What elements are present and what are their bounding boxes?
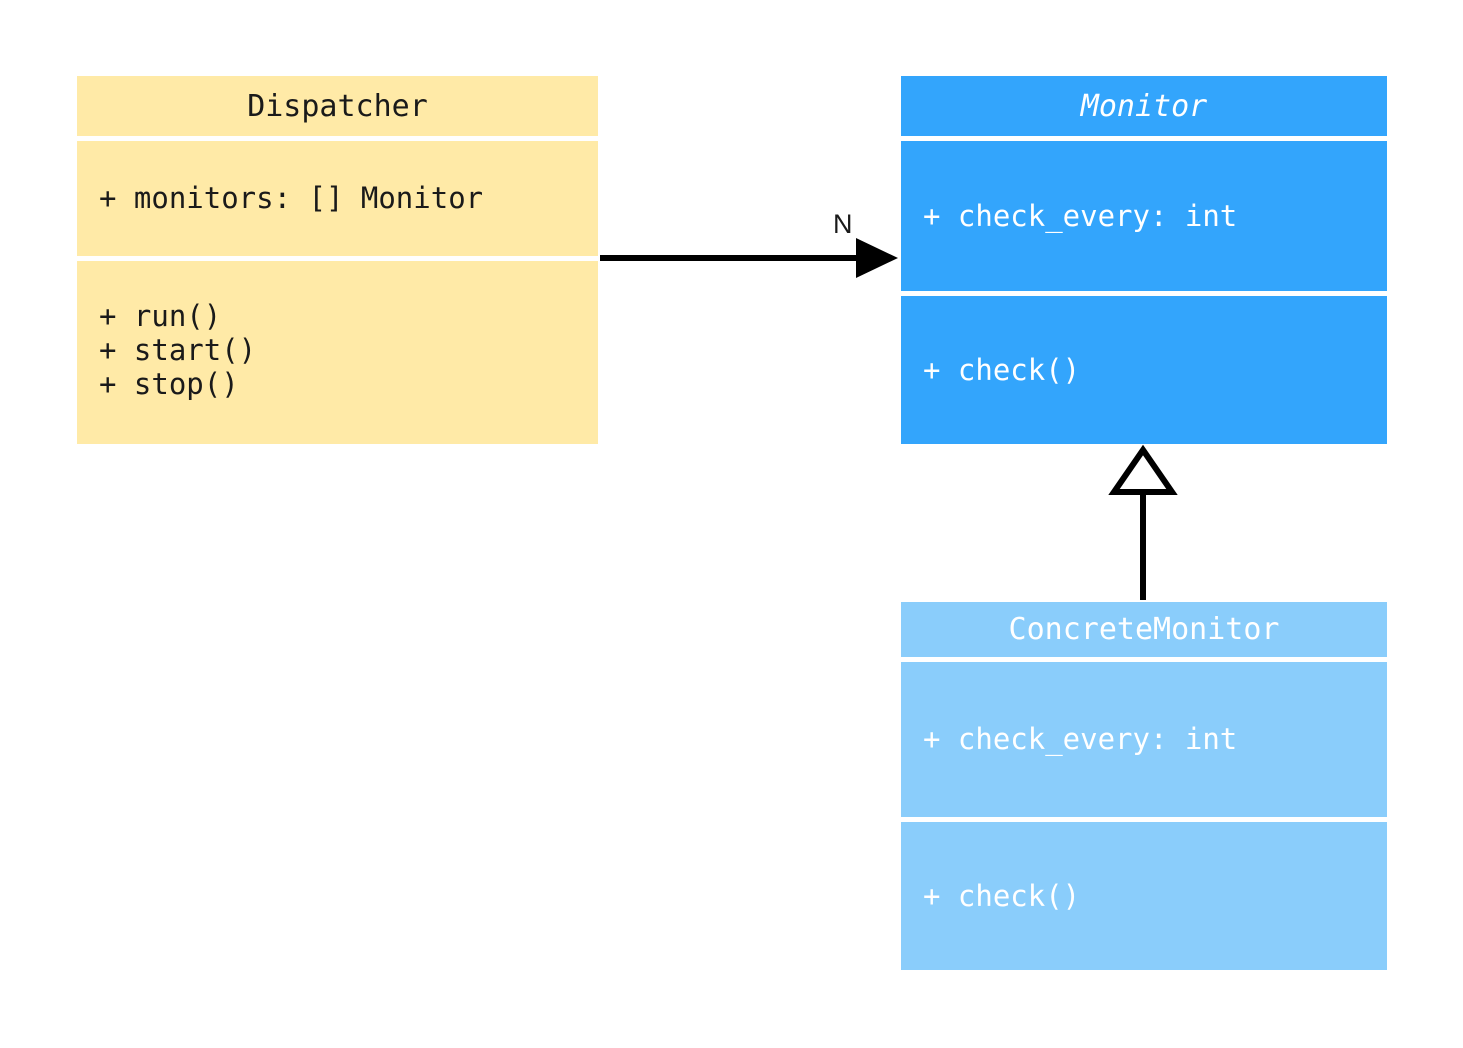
methods-compartment-dispatcher: + run() + start() + stop() [77,261,598,444]
attributes-compartment-monitor: + check_every: int [901,141,1387,291]
class-title-dispatcher: Dispatcher [77,76,598,136]
class-box-concrete-monitor[interactable]: ConcreteMonitor + check_every: int + che… [901,602,1387,970]
class-box-dispatcher[interactable]: Dispatcher + monitors: [] Monitor + run(… [77,76,598,444]
class-title-concrete-monitor: ConcreteMonitor [901,602,1387,657]
method-row: + run() [99,299,222,333]
attribute-row: + check_every: int [923,198,1238,233]
association-multiplicity-label: N [833,209,853,239]
class-box-monitor[interactable]: Monitor + check_every: int + check() [901,76,1387,444]
attributes-compartment-concrete-monitor: + check_every: int [901,662,1387,817]
association-arrowhead-icon [856,238,898,278]
attributes-compartment-dispatcher: + monitors: [] Monitor [77,141,598,256]
method-row: + check() [923,352,1081,387]
attribute-row: + monitors: [] Monitor [99,181,484,216]
methods-compartment-monitor: + check() [901,296,1387,444]
class-title-monitor: Monitor [901,76,1387,136]
method-row: + stop() [99,367,239,402]
methods-compartment-concrete-monitor: + check() [901,822,1387,970]
association-dispatcher-to-monitor [600,238,898,278]
generalization-hollow-triangle-icon [1108,444,1178,495]
method-row: + check() [923,878,1081,913]
generalization-concrete-monitor-to-monitor [1108,444,1178,600]
method-row: + start() [99,333,257,368]
attribute-row: + check_every: int [923,722,1238,757]
